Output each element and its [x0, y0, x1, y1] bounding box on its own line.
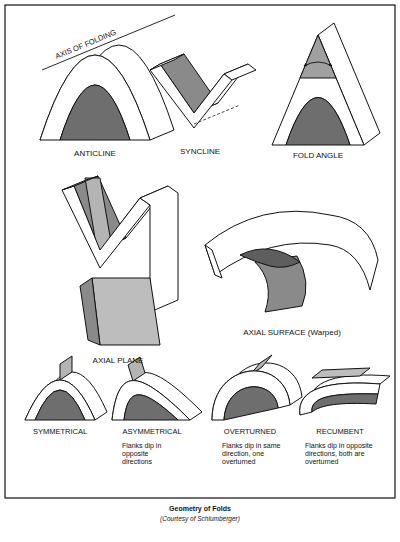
note-text: Flanks dip in same direction, one overtu…	[222, 442, 294, 466]
anticline-block	[40, 15, 175, 140]
axial-plane-block	[62, 176, 178, 345]
axis-line	[42, 15, 175, 70]
fold-feature-label: FOLD ANGLE	[293, 151, 343, 160]
fold-type-label: ASYMMETRICAL	[122, 428, 181, 437]
syncline-block	[150, 54, 256, 128]
fold-angle-block	[272, 23, 380, 145]
credit-text: (Courtesy of Schlumberger)	[160, 515, 240, 522]
frame-border	[5, 5, 395, 498]
fold-feature-label: AXIAL PLANE	[93, 356, 144, 365]
note-text: Flanks dip in opposite directions, both …	[305, 442, 389, 466]
warped-axial-surface-block	[205, 211, 378, 312]
fold-feature-label: AXIAL SURFACE (Warped)	[243, 328, 341, 337]
overturned-fold	[212, 355, 302, 420]
asymmetrical-fold	[112, 357, 202, 420]
axis-label: AXIS OF FOLDING	[54, 29, 117, 62]
note-text: Flanks dip in opposite directions	[122, 442, 178, 466]
symmetrical-fold	[25, 356, 107, 420]
fold-type-label: SYNCLINE	[180, 147, 220, 156]
figure-caption: Geometry of Folds	[169, 505, 231, 513]
fold-type-label: OVERTURNED	[224, 428, 276, 437]
recumbent-fold	[300, 368, 390, 415]
fold-type-label: SYMMETRICAL	[33, 428, 87, 437]
fold-type-label: RECUMBENT	[316, 428, 364, 437]
fold-type-label: ANTICLINE	[74, 149, 116, 158]
